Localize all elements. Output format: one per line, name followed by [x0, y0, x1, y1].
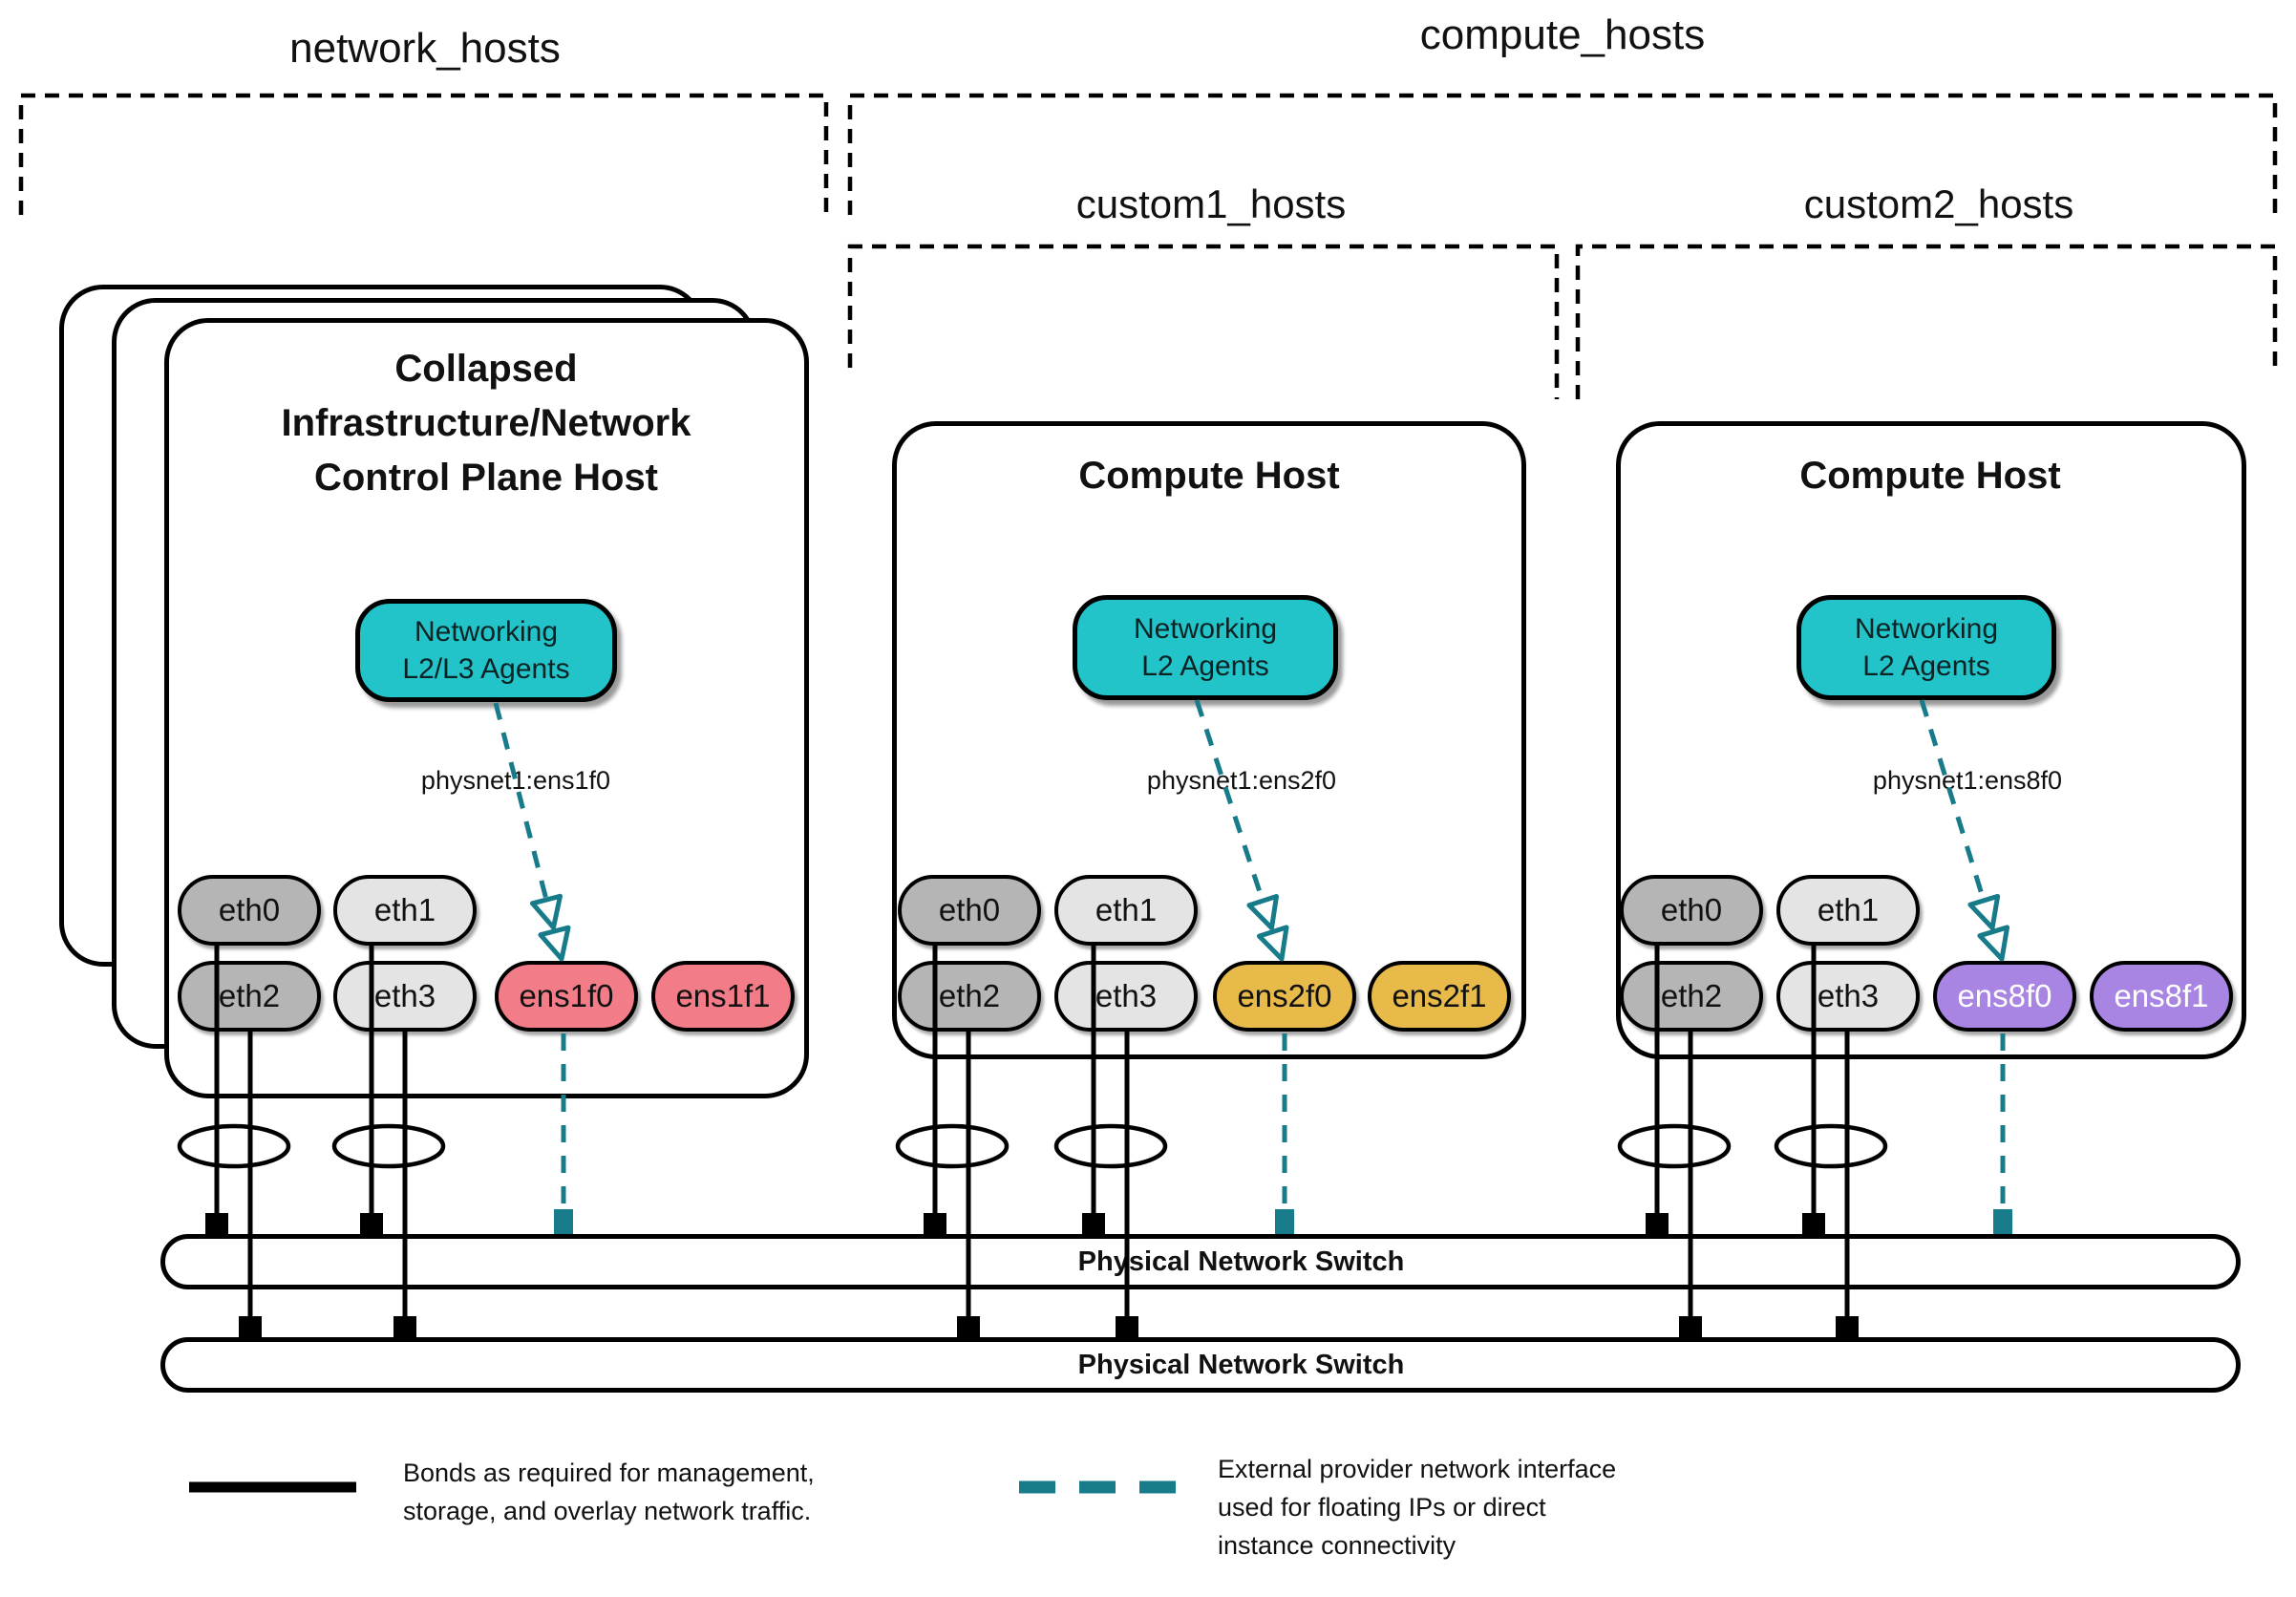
compute-host1-title: Compute Host: [1078, 455, 1340, 497]
nic-pill-eth0: eth0: [898, 875, 1041, 946]
agent-label-line1: Networking: [1133, 613, 1278, 645]
switch-port-connector: [1836, 1316, 1859, 1337]
compute-host1-physnet-label: physnet1:ens2f0: [1146, 766, 1337, 795]
nic-pill-eth2: eth2: [178, 961, 321, 1032]
legend-provider-line3: instance connectivity: [1218, 1531, 1456, 1560]
provider-port-connector: [1993, 1209, 2012, 1234]
nic-pill-eth2: eth2: [898, 961, 1041, 1032]
physical-network-switch-2: Physical Network Switch: [160, 1337, 2241, 1393]
legend-provider-line2: used for floating IPs or direct: [1218, 1493, 1546, 1522]
switch-port-connector: [1082, 1213, 1105, 1234]
provider-port-connector: [554, 1209, 573, 1234]
nic-pill-eth3: eth3: [1776, 961, 1920, 1032]
collapsed-host-networking-agents-node: Networking L2/L3 Agents: [355, 599, 617, 702]
nic-pill-ens2f1: ens2f1: [1368, 961, 1511, 1032]
collapsed-host-title: Collapsed Infrastructure/Network Control…: [219, 342, 754, 505]
bond-ring: [1617, 1123, 1732, 1169]
bond-ring: [331, 1123, 446, 1169]
nic-pill-eth0: eth0: [1620, 875, 1763, 946]
nic-pill-ens8f1: ens8f1: [2090, 961, 2233, 1032]
nic-pill-eth1: eth1: [333, 875, 477, 946]
nic-pill-eth1: eth1: [1776, 875, 1920, 946]
switch-port-connector: [360, 1213, 383, 1234]
switch-port-connector: [239, 1316, 262, 1337]
group-label-custom2-hosts: custom2_hosts: [1803, 181, 2074, 226]
network-hosts-bracket: [18, 93, 829, 215]
physical-network-switch-1-label: Physical Network Switch: [1077, 1246, 1405, 1277]
nic-pill-eth1: eth1: [1054, 875, 1198, 946]
agent-label-line2: L2 Agents: [1141, 650, 1269, 682]
agent-label-line2: L2 Agents: [1862, 650, 1990, 682]
provider-port-connector: [1275, 1209, 1294, 1234]
collapsed-host-title-line3: Control Plane Host: [313, 457, 659, 499]
custom2-hosts-bracket: [1575, 244, 2278, 399]
legend-bond-text: Bonds as required for management, storag…: [403, 1454, 815, 1530]
agent-label-line1: Networking: [1854, 613, 1999, 645]
nic-pill-ens8f0: ens8f0: [1933, 961, 2076, 1032]
switch-port-connector: [205, 1213, 228, 1234]
nic-pill-ens2f0: ens2f0: [1213, 961, 1356, 1032]
agent-label-line2: L2/L3 Agents: [402, 653, 570, 685]
nic-pill-eth0: eth0: [178, 875, 321, 946]
group-label-compute-hosts: compute_hosts: [1419, 11, 1706, 58]
group-label-custom1-hosts: custom1_hosts: [1075, 181, 1347, 226]
legend-bond-line2: storage, and overlay network traffic.: [403, 1497, 812, 1525]
bond-ring: [177, 1123, 291, 1169]
nic-pill-eth2: eth2: [1620, 961, 1763, 1032]
collapsed-host-title-line2: Infrastructure/Network: [281, 402, 691, 444]
switch-port-connector: [924, 1213, 946, 1234]
legend-provider-text: External provider network interface used…: [1218, 1450, 1616, 1565]
switch-port-connector: [957, 1316, 980, 1337]
switch-port-connector: [1679, 1316, 1702, 1337]
compute-host1-networking-agents-node: Networking L2 Agents: [1073, 595, 1338, 700]
bond-ring: [895, 1123, 1010, 1169]
collapsed-host-physnet-label: physnet1:ens1f0: [420, 766, 611, 795]
legend-bond-line1: Bonds as required for management,: [403, 1459, 815, 1487]
collapsed-host-title-line1: Collapsed: [394, 348, 578, 390]
bond-ring: [1774, 1123, 1888, 1169]
compute-host2-networking-agents-node: Networking L2 Agents: [1796, 595, 2056, 700]
custom1-hosts-bracket: [847, 244, 1560, 399]
physical-network-switch-1: Physical Network Switch: [160, 1234, 2241, 1289]
switch-port-connector: [1116, 1316, 1138, 1337]
nic-pill-eth3: eth3: [1054, 961, 1198, 1032]
nic-pill-ens1f0: ens1f0: [495, 961, 638, 1032]
switch-port-connector: [393, 1316, 416, 1337]
compute-host2-physnet-label: physnet1:ens8f0: [1872, 766, 2063, 795]
legend-provider-line1: External provider network interface: [1218, 1455, 1617, 1483]
physical-network-switch-2-label: Physical Network Switch: [1077, 1349, 1405, 1380]
bond-ring: [1053, 1123, 1168, 1169]
nic-pill-ens1f1: ens1f1: [651, 961, 795, 1032]
compute-host2-title: Compute Host: [1799, 455, 2061, 497]
nic-pill-eth3: eth3: [333, 961, 477, 1032]
agent-label-line1: Networking: [414, 616, 559, 648]
switch-port-connector: [1646, 1213, 1669, 1234]
group-label-network-hosts: network_hosts: [289, 25, 561, 72]
switch-port-connector: [1802, 1213, 1825, 1234]
